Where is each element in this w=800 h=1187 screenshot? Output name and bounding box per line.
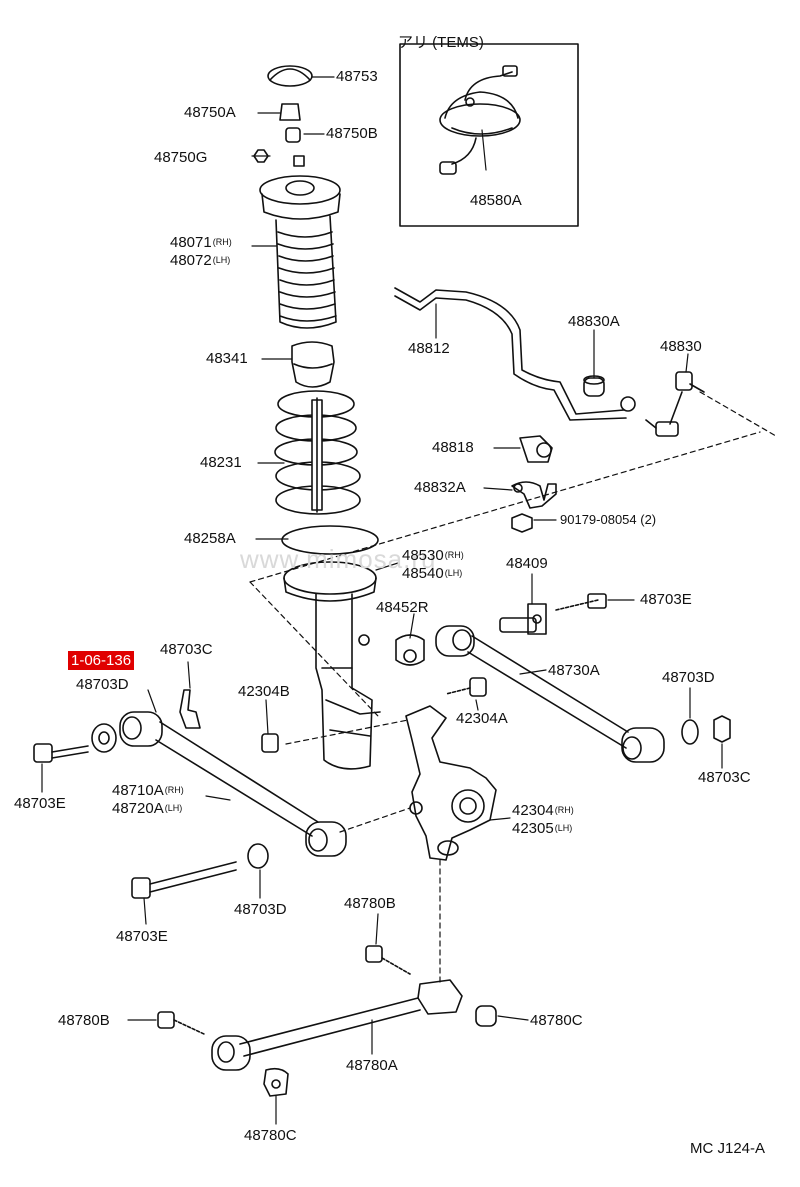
- bracket-48703c-left: [179, 689, 201, 729]
- part-label-48231[interactable]: 48231: [200, 454, 242, 471]
- spring-seat: [281, 525, 379, 602]
- bolt-48780b-left: [157, 1011, 205, 1035]
- reference-badge[interactable]: 1-06-136: [68, 651, 135, 670]
- part-label-48830[interactable]: 48830: [660, 338, 702, 355]
- lateral-arm-48730a: [435, 625, 665, 763]
- part-label-90179-08054[interactable]: 90179-08054 (2): [560, 512, 657, 527]
- part-label-48703e-left[interactable]: 48703E: [14, 795, 66, 812]
- side-tag: (RH): [554, 805, 574, 815]
- part-label-48452r[interactable]: 48452R: [376, 599, 429, 616]
- part-label-48730a[interactable]: 48730A: [548, 662, 600, 679]
- bolt-42304b: [261, 733, 279, 753]
- bolt-48409: [499, 603, 547, 635]
- part-number: 48072: [170, 252, 212, 269]
- diagram-code: MC J124-A: [690, 1140, 766, 1157]
- side-tag: (RH): [444, 550, 464, 560]
- side-tag: (RH): [212, 237, 232, 247]
- part-label-48710a[interactable]: 48710A(RH): [112, 782, 184, 799]
- part-number: 48071: [170, 234, 212, 251]
- nut-48703c-right: [713, 715, 731, 743]
- part-label-48341[interactable]: 48341: [206, 350, 248, 367]
- tems-actuator-icon: [439, 65, 521, 175]
- stabilizer-bar: [394, 287, 636, 421]
- side-tag: (LH): [444, 568, 463, 578]
- part-number: 48530: [402, 547, 444, 564]
- part-label-42304[interactable]: 42304(RH): [512, 802, 574, 819]
- leader-lines: [41, 76, 723, 1125]
- bracket-48832a: [511, 481, 557, 509]
- bolt-42304a: [445, 677, 487, 697]
- part-label-48703d-left[interactable]: 48703D: [76, 676, 129, 693]
- dust-boot: [275, 215, 337, 329]
- part-label-48703d-lower[interactable]: 48703D: [234, 901, 287, 918]
- bump-stop: [291, 341, 335, 388]
- shock-absorber: [315, 593, 381, 770]
- part-label-48071[interactable]: 48071(RH): [170, 234, 232, 251]
- rear-knuckle: [405, 705, 497, 861]
- part-number: 42305: [512, 820, 554, 837]
- part-number: 42304: [512, 802, 554, 819]
- part-label-48830a[interactable]: 48830A: [568, 313, 620, 330]
- part-label-48750a[interactable]: 48750A: [184, 104, 236, 121]
- part-label-48703e-right[interactable]: 48703E: [640, 591, 692, 608]
- stabilizer-link: [645, 371, 705, 437]
- nut-48780c-right: [475, 1005, 497, 1027]
- part-label-48780c-bottom[interactable]: 48780C: [244, 1127, 297, 1144]
- part-label-48409[interactable]: 48409: [506, 555, 548, 572]
- nut-90179: [511, 513, 533, 533]
- part-label-42305[interactable]: 42305(LH): [512, 820, 572, 837]
- option-box-label: アリ (TEMS): [398, 34, 484, 51]
- part-label-48703c-right[interactable]: 48703C: [698, 769, 751, 786]
- lateral-arm-48710a: [119, 711, 347, 857]
- side-tag: (LH): [212, 255, 231, 265]
- part-label-48780c-right[interactable]: 48780C: [530, 1012, 583, 1029]
- part-number: 48710A: [112, 782, 164, 799]
- part-label-48072[interactable]: 48072(LH): [170, 252, 230, 269]
- part-label-48818[interactable]: 48818: [432, 439, 474, 456]
- bushing-48452r: [395, 634, 425, 666]
- trailing-arm-48780a: [211, 979, 463, 1071]
- bushing-48830a: [583, 375, 605, 397]
- bolt-48703e-lower: [131, 861, 237, 899]
- side-tag: (LH): [554, 823, 573, 833]
- bushing-48818: [519, 435, 553, 463]
- bolt-48703e-left: [33, 743, 89, 763]
- part-label-48258a[interactable]: 48258A: [184, 530, 236, 547]
- part-label-48780b-left[interactable]: 48780B: [58, 1012, 110, 1029]
- bolt-48780b-top: [365, 945, 411, 975]
- washer-48703d-right: [681, 719, 699, 745]
- part-label-42304a[interactable]: 42304A: [456, 710, 508, 727]
- tems-option-box: [399, 43, 579, 227]
- part-label-48812[interactable]: 48812: [408, 340, 450, 357]
- part-label-48720a[interactable]: 48720A(LH): [112, 800, 182, 817]
- coil-spring: [274, 390, 361, 515]
- part-number: 48720A: [112, 800, 164, 817]
- part-label-48530[interactable]: 48530(RH): [402, 547, 464, 564]
- part-label-48753[interactable]: 48753: [336, 68, 378, 85]
- part-label-48703e-lower[interactable]: 48703E: [116, 928, 168, 945]
- part-label-48540[interactable]: 48540(LH): [402, 565, 462, 582]
- part-label-48750b[interactable]: 48750B: [326, 125, 378, 142]
- nut-48780c-bottom: [263, 1067, 289, 1097]
- part-label-48703d-right[interactable]: 48703D: [662, 669, 715, 686]
- part-label-48780b-top[interactable]: 48780B: [344, 895, 396, 912]
- part-number: 48540: [402, 565, 444, 582]
- part-label-48580a[interactable]: 48580A: [470, 192, 522, 209]
- watermark: www.mimosa.ru: [240, 544, 437, 574]
- side-tag: (LH): [164, 803, 183, 813]
- washer-48703d-left: [91, 723, 117, 753]
- side-tag: (RH): [164, 785, 184, 795]
- washer-48703d-lower: [247, 843, 269, 869]
- strut-mount-stack: [251, 65, 341, 220]
- part-label-42304b[interactable]: 42304B: [238, 683, 290, 700]
- part-label-48780a[interactable]: 48780A: [346, 1057, 398, 1074]
- part-label-48832a[interactable]: 48832A: [414, 479, 466, 496]
- assembly-lines: [249, 391, 777, 983]
- bolt-48703e-right: [555, 593, 607, 611]
- part-label-48703c-left[interactable]: 48703C: [160, 641, 213, 658]
- part-label-48750g[interactable]: 48750G: [154, 149, 208, 166]
